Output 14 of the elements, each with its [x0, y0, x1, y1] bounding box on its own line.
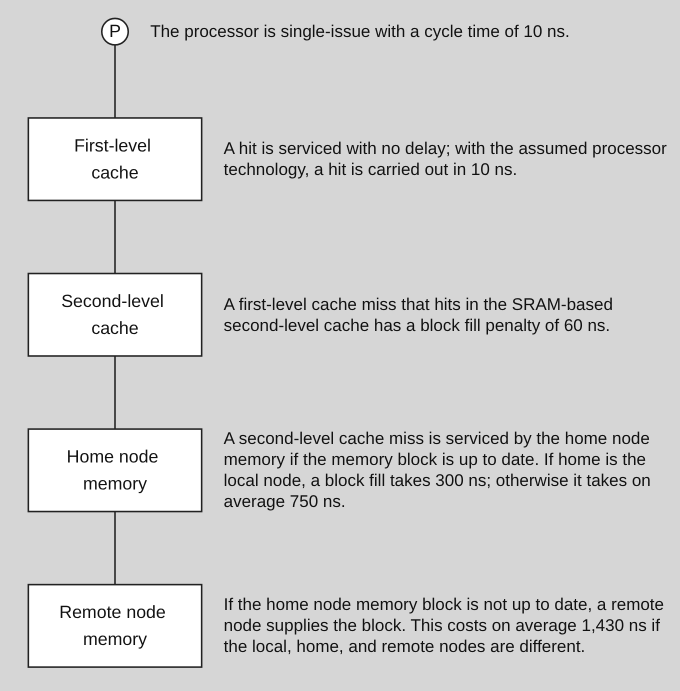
node-box: Second-level cache [28, 272, 202, 357]
node-box: Remote node memory [28, 584, 202, 668]
node-box: First-level cache [28, 117, 202, 202]
connector [114, 356, 116, 430]
node-description: If the home node memory block is not up to date, a remote node supplies the block. This costs on average 1,430 ns if the local, home, and remote nodes are different. [224, 594, 665, 658]
connector [114, 512, 116, 585]
connector [114, 44, 116, 118]
node-description: A second-level cache miss is serviced by the home node memory if the memory block is up to date. If home is the local node, a block fill takes 300 ns; otherwise it takes on average 750 ns. [224, 428, 652, 512]
node-circle: P [100, 18, 130, 46]
node-description: The processor is single-issue with a cycle time of 10 ns. [150, 21, 571, 42]
node-description: A first-level cache miss that hits in the SRAM-based second-level cache has a block fill penalty of 60 ns. [224, 294, 614, 336]
connector [114, 200, 116, 274]
node-box: Home node memory [28, 428, 202, 512]
node-description: A hit is serviced with no delay; with the assumed processor technology, a hit is carried out in 10 ns. [224, 138, 668, 180]
